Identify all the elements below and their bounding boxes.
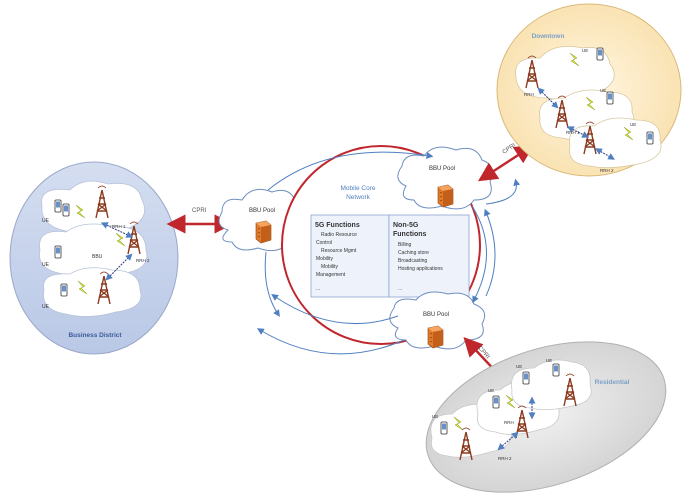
core-title: Mobile Core [340,185,375,192]
cpri-label-left: CPRI [192,208,207,214]
phone-icon [60,283,68,297]
business-district-title: Business District [68,332,122,339]
ue-label: UE [432,414,438,419]
flow-arrow [471,205,487,304]
fronthaul-link [105,253,133,281]
residential-district: UE UE UE UE RRH RRH 2 Residential [425,341,667,493]
5g-function-item: Management [316,272,346,278]
5g-functions-header: 5G Functions [315,222,360,229]
flow-arrow [256,328,405,355]
rrh-label: RRH 2 [498,456,512,461]
phone-icon [646,131,654,145]
downtown-cell-3 [569,117,662,168]
5g-function-item: ... [316,286,320,292]
ue-label: UE [42,218,50,224]
5g-functions-box [310,214,390,298]
fronthaul-link [497,431,519,451]
fronthaul-link [594,148,616,160]
downtown-title: Downtown [532,33,565,40]
non5g-functions-box [388,214,470,298]
non5g-function-item: Broadcasting [398,258,427,264]
5g-function-item: Mobility [316,256,333,262]
phone-icon [54,245,62,259]
5g-function-item: Resource Mgmt [321,248,357,254]
flow-arrow [267,151,434,191]
bbu-pool-label: BBU Pool [423,312,449,318]
5g-function-item: Mobility [321,264,338,270]
phone-icon [552,363,560,377]
phone-icon [492,395,500,409]
5g-function-item: Control [316,240,332,246]
fronthaul-link [537,87,559,109]
phone-icon [440,421,448,435]
business-cell-3 [43,267,142,317]
server-icon [427,325,444,349]
ue-label: UE [582,48,588,53]
ue-label: UE [42,262,50,268]
ue-label: UE [600,88,606,93]
ue-label: UE [488,388,494,393]
bbu-pool-label: BBU Pool [249,208,275,214]
rrh-label: RRH 2 [136,258,150,263]
phone-icon [62,203,70,217]
core-subtitle: Network [346,194,371,201]
rrh-label: RRH 1 [566,130,580,135]
cpri-label-top-right: CPRI [502,142,517,155]
non5g-functions-subheader: Functions [393,231,427,238]
non5g-function-item: ... [398,286,402,292]
non5g-functions-header: Non-5G [393,222,419,229]
business-district: UE UE UE RRH 1 RRH 2 BBU Business Distri… [9,161,179,355]
flow-arrow [484,208,496,297]
rrh-label: RRH 1 [112,224,126,229]
server-icon [437,184,454,208]
bbu-pool-bottom-right: BBU Pool [389,291,486,350]
flow-arrows [256,151,521,355]
rrh-label: RRH [504,420,514,425]
ue-label: UE [42,304,50,310]
downtown-district: UE UE UE RRH RRH 1 RRH 2 Downtown [496,3,682,177]
phone-icon [522,371,530,385]
non5g-function-item: Hosting applications [398,266,443,272]
phone-icon [596,47,604,61]
flow-arrow [271,294,399,325]
phone-icon [54,199,62,213]
non5g-function-item: Caching store [398,250,429,256]
phone-icon [606,91,614,105]
bbu-label: BBU [92,254,103,260]
flow-arrow [485,178,521,205]
ue-label: UE [546,358,552,363]
server-icon [255,220,272,244]
fronthaul-link [100,222,134,238]
bbu-pool-top-right: BBU Pool [397,146,494,210]
rrh-label: RRH [524,92,534,97]
cpri-link-top-right [477,144,535,182]
rrh-label: RRH 2 [600,168,614,173]
bbu-pool-label: BBU Pool [429,166,455,172]
non5g-function-item: Billing [398,242,412,248]
5g-function-item: Radio Resource [321,232,357,238]
cloud-shape [389,291,486,350]
ue-label: UE [630,122,636,127]
flow-arrow [264,251,280,317]
residential-title: Residential [595,379,630,386]
ue-label: UE [516,364,522,369]
